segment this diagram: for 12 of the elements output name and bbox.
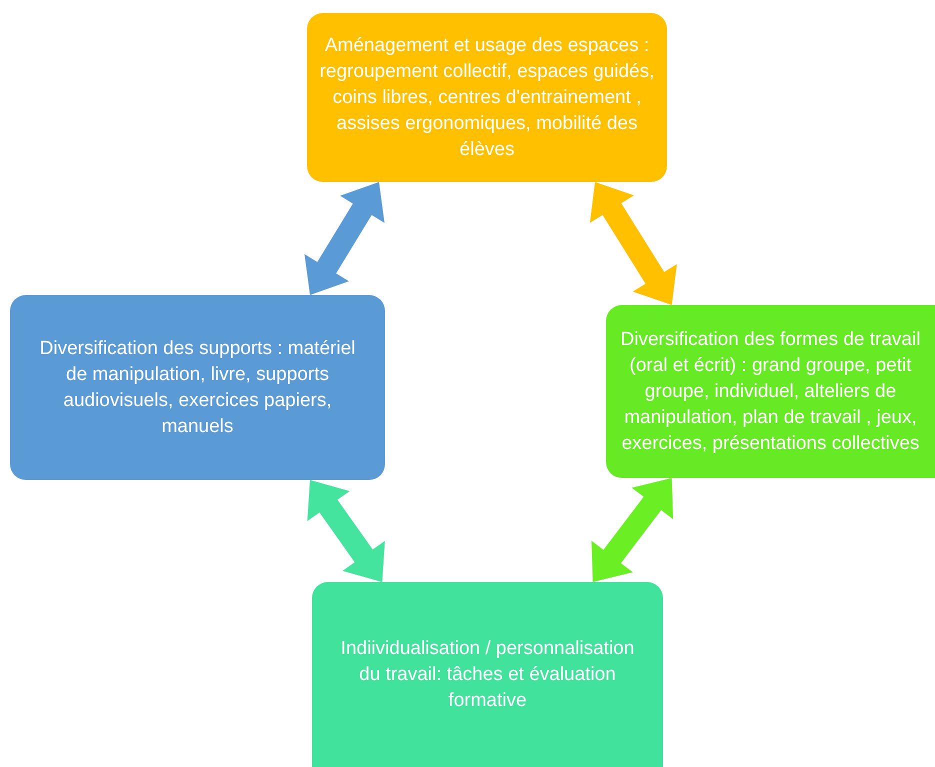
box-text: Diversification des formes de travail (oral et écrit) : grand groupe, petit groupe, individuel, alteliers de manipulation, plan de travail , jeux, exercices, présentations collectives	[620, 328, 922, 456]
double-arrow	[304, 182, 384, 295]
box-text: Indiividualisation / personnalisation du travail: tâches et évaluation formative	[340, 636, 636, 712]
process-box	[307, 13, 667, 182]
process-box	[606, 305, 935, 478]
double-arrow	[592, 478, 674, 582]
double-arrow	[590, 182, 677, 305]
box-text: Diversification des supports : matériel de manipulation, livre, supports audiovisuels, exercices papiers, manuels	[38, 336, 356, 438]
process-box	[312, 582, 663, 767]
box-text: Aménagement et usage des espaces : regroupement collectif, espaces guidés, coins libres, centres d'entrainement , assises ergonomiques, mobilité des élèves	[319, 34, 655, 162]
process-box	[10, 295, 385, 480]
double-arrow	[307, 480, 385, 582]
